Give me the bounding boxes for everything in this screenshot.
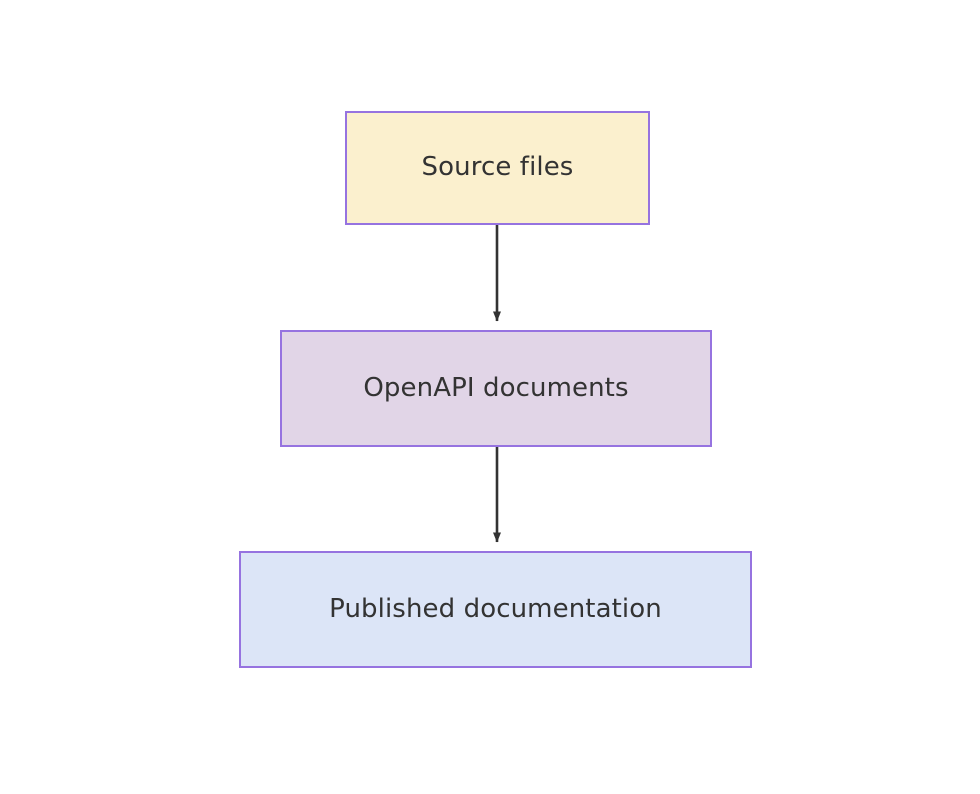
flow-node-label: Source files [421,152,574,183]
flow-node-openapi-documents[interactable]: OpenAPI documents [280,330,712,447]
flow-node-label: Published documentation [329,593,662,624]
flow-node-source-files[interactable]: Source files [345,111,650,225]
flow-node-label: OpenAPI documents [363,372,629,403]
flow-node-published-documentation[interactable]: Published documentation [239,551,752,668]
